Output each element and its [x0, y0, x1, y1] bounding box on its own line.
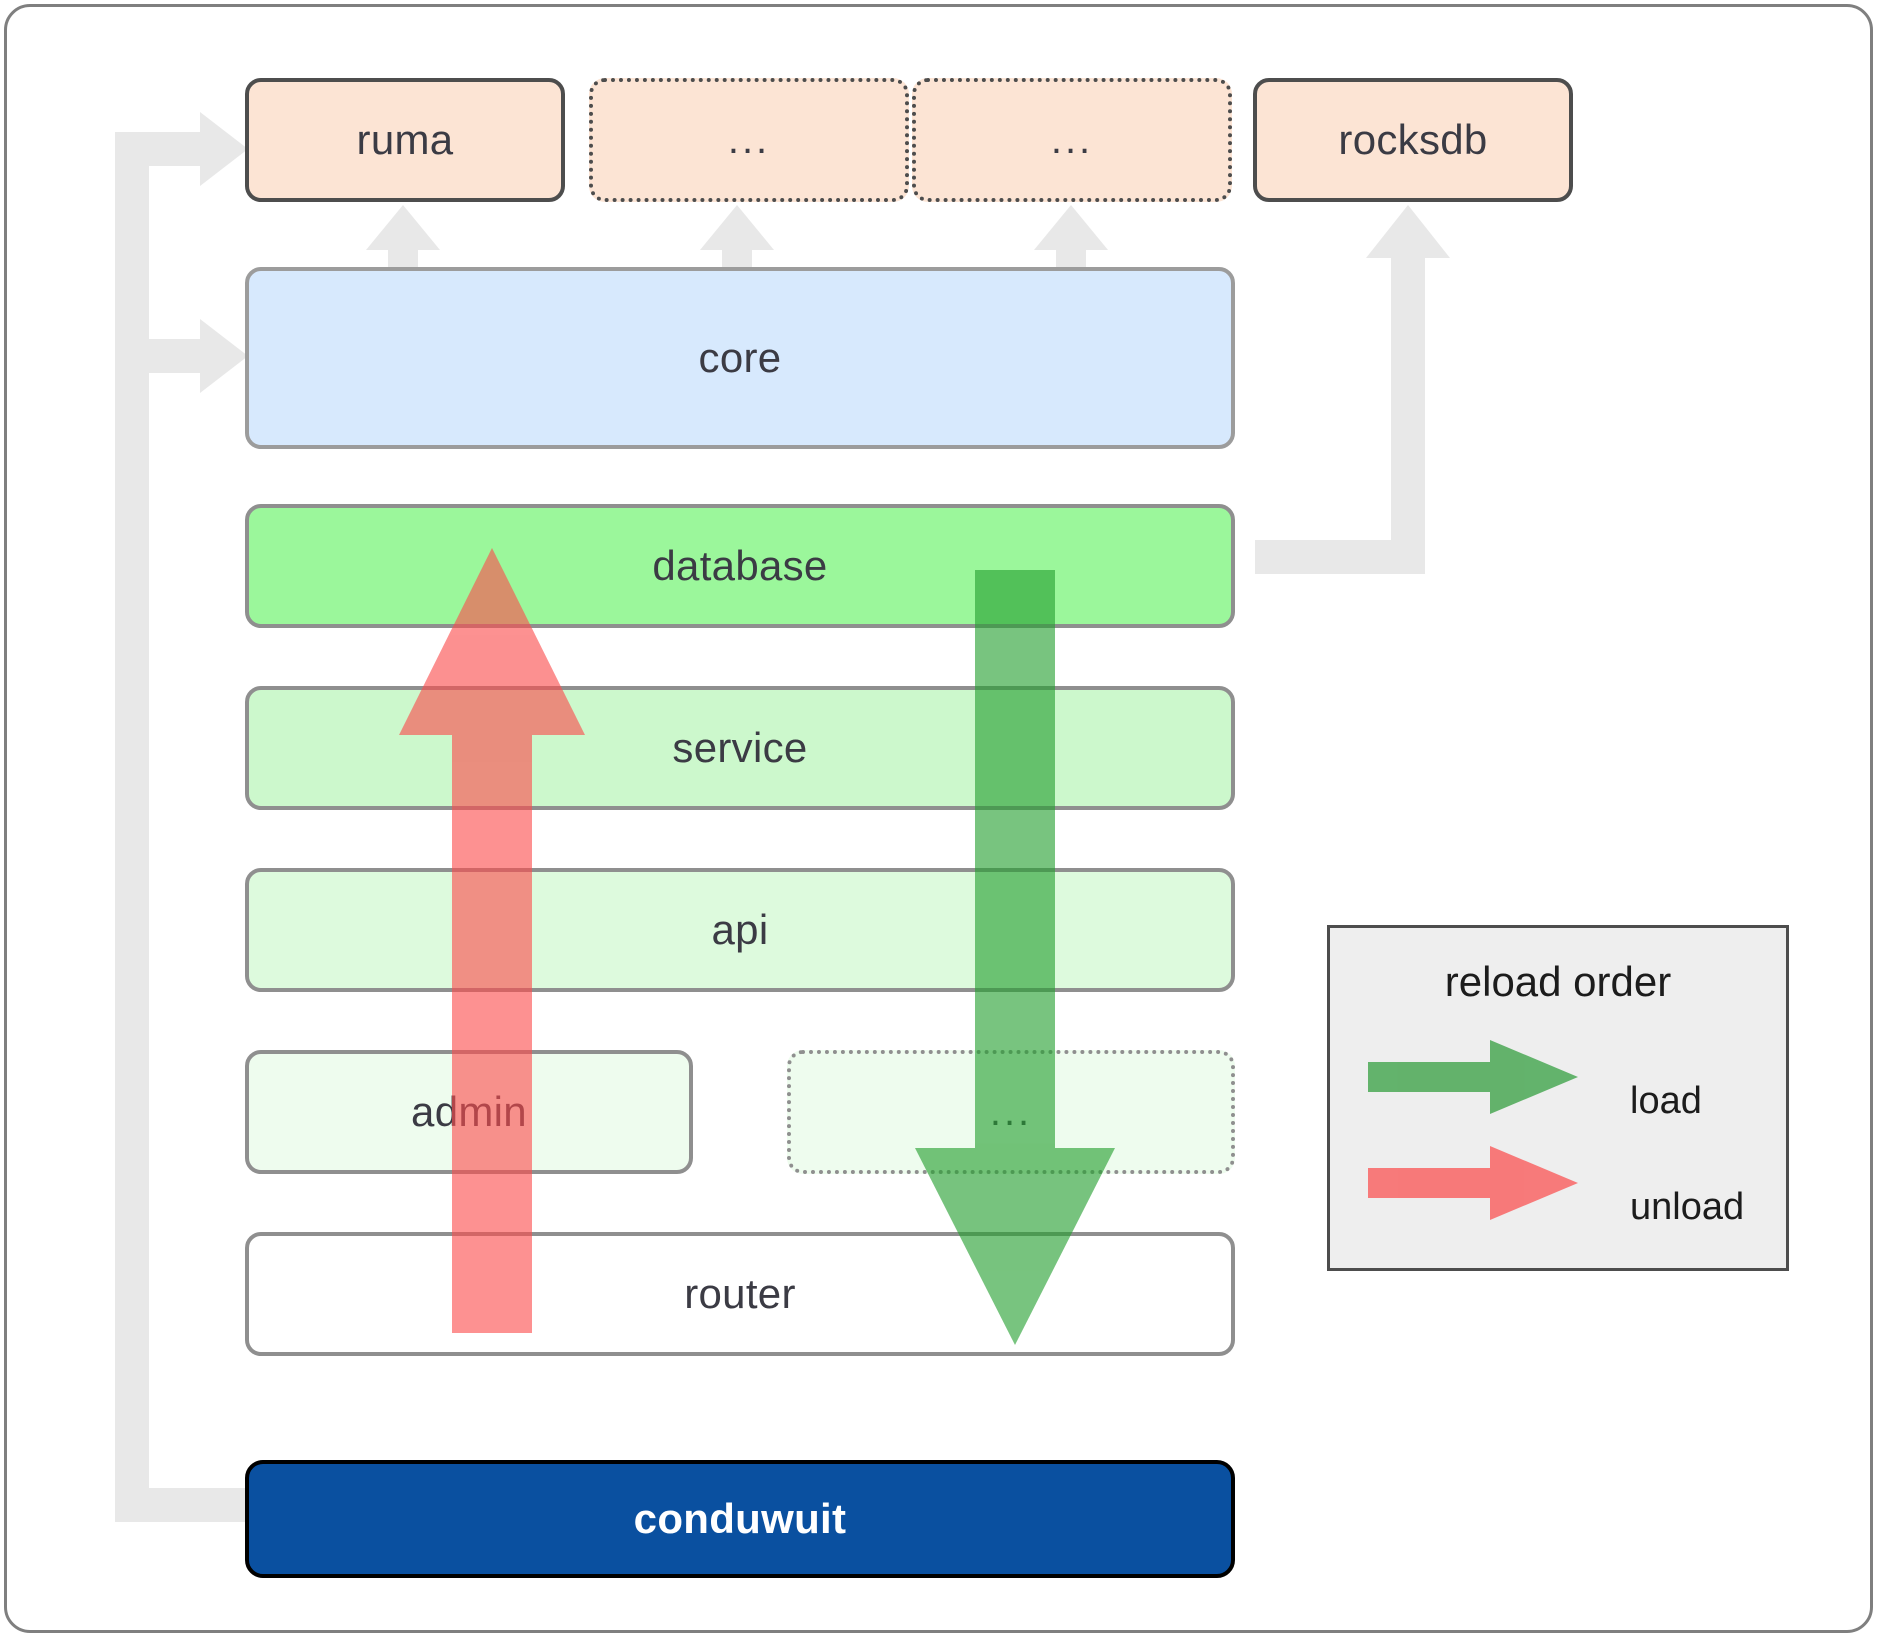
legend-label-load: load	[1630, 1080, 1702, 1122]
crate-box-ellipsis-label: ...	[989, 1089, 1033, 1134]
legend-label-unload: unload	[1630, 1186, 1745, 1228]
dep-box-ellipsis-1-label: ...	[727, 117, 771, 162]
app-box-conduwuit-label: conduwuit	[633, 1495, 847, 1542]
dep-box-ellipsis-1[interactable]: ...	[589, 78, 909, 202]
crate-box-core-label: core	[698, 334, 782, 381]
crate-box-router[interactable]: router	[245, 1232, 1235, 1356]
crate-box-api-label: api	[711, 906, 769, 953]
diagram-frame	[4, 4, 1873, 1633]
app-box-conduwuit[interactable]: conduwuit	[245, 1460, 1235, 1578]
legend-panel: reload order load unload	[1327, 925, 1789, 1271]
dep-box-ruma[interactable]: ruma	[245, 78, 565, 202]
crate-box-admin-label: admin	[411, 1088, 527, 1135]
crate-box-service-label: service	[672, 724, 808, 771]
dep-box-ellipsis-2-label: ...	[1050, 117, 1094, 162]
crate-box-ellipsis[interactable]: ...	[787, 1050, 1235, 1174]
crate-box-database[interactable]: database	[245, 504, 1235, 628]
crate-box-admin[interactable]: admin	[245, 1050, 693, 1174]
dep-box-rocksdb-label: rocksdb	[1338, 116, 1488, 163]
crate-box-core[interactable]: core	[245, 267, 1235, 449]
dep-box-rocksdb[interactable]: rocksdb	[1253, 78, 1573, 202]
crate-box-service[interactable]: service	[245, 686, 1235, 810]
crate-box-database-label: database	[652, 542, 828, 589]
legend-title: reload order	[1444, 958, 1672, 1005]
crate-box-api[interactable]: api	[245, 868, 1235, 992]
dep-box-ellipsis-2[interactable]: ...	[912, 78, 1232, 202]
dep-box-ruma-label: ruma	[356, 116, 454, 163]
crate-box-router-label: router	[684, 1270, 796, 1317]
